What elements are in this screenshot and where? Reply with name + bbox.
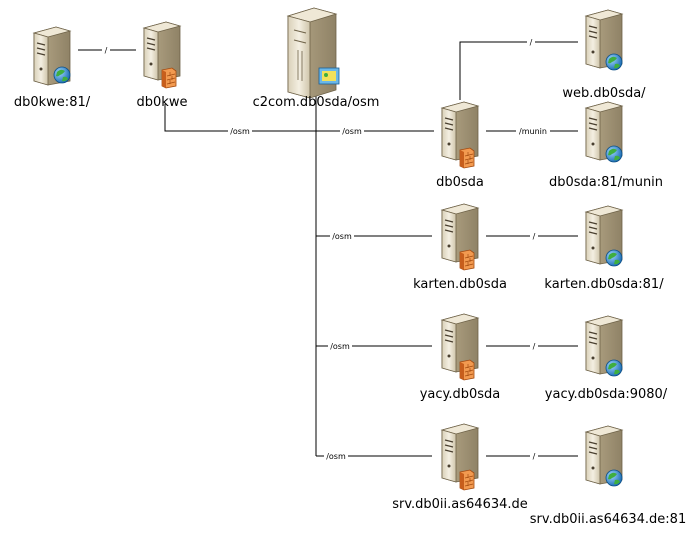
edge-label: / [105, 46, 108, 55]
edge-label: /munin [519, 127, 547, 136]
edge-db0sda-web [459, 41, 578, 100]
node-web-db0sda[interactable]: web.db0sda/ [562, 9, 646, 101]
edge-label: / [533, 452, 536, 461]
proxy-server-icon [441, 101, 479, 169]
edge-labels: / /osm /osm / /munin /osm / /osm / /osm … [102, 37, 550, 461]
node-label: yacy.db0sda:9080/ [545, 387, 668, 402]
node-label: db0sda:81/munin [549, 175, 663, 190]
node-label: db0kwe:81/ [14, 95, 91, 110]
web-server-icon [585, 425, 623, 487]
node-db0sda[interactable]: db0sda [436, 101, 484, 190]
mainframe-icon [286, 7, 340, 99]
web-server-icon [33, 26, 71, 86]
edge-label: / [530, 38, 533, 47]
node-label: web.db0sda/ [562, 86, 646, 101]
node-yacy-9080[interactable]: yacy.db0sda:9080/ [545, 315, 668, 402]
node-db0kwe-81[interactable]: db0kwe:81/ [14, 26, 91, 110]
node-label: db0kwe [137, 95, 188, 110]
node-db0sda-munin[interactable]: db0sda:81/munin [549, 101, 663, 190]
node-label: c2com.db0sda/osm [253, 95, 380, 110]
proxy-server-icon [441, 313, 479, 381]
node-srv[interactable]: srv.db0ii.as64634.de [392, 423, 528, 512]
node-label: srv.db0ii.as64634.de:81 [530, 512, 686, 527]
node-karten-81[interactable]: karten.db0sda:81/ [544, 205, 664, 292]
proxy-server-icon [441, 423, 479, 491]
node-label: srv.db0ii.as64634.de [392, 497, 528, 512]
edge-label: /osm [332, 232, 352, 241]
proxy-server-icon [143, 21, 181, 89]
node-c2com[interactable]: c2com.db0sda/osm [253, 7, 380, 110]
node-karten[interactable]: karten.db0sda [413, 203, 507, 292]
edge-label: /osm [342, 127, 362, 136]
node-label: db0sda [436, 175, 484, 190]
edge-label: /osm [330, 342, 350, 351]
node-label: karten.db0sda [413, 277, 507, 292]
node-yacy[interactable]: yacy.db0sda [420, 313, 501, 402]
node-srv-81[interactable]: srv.db0ii.as64634.de:81 [530, 425, 686, 527]
node-label: yacy.db0sda [420, 387, 501, 402]
edge-label: /osm [326, 452, 346, 461]
edge-label: / [533, 342, 536, 351]
web-server-icon [585, 101, 623, 163]
node-label: karten.db0sda:81/ [544, 277, 664, 292]
web-server-icon [585, 9, 623, 71]
proxy-server-icon [441, 203, 479, 271]
edge-label: / [533, 232, 536, 241]
node-db0kwe[interactable]: db0kwe [137, 21, 188, 110]
web-server-icon [585, 315, 623, 377]
edge-label: /osm [230, 127, 250, 136]
web-server-icon [585, 205, 623, 267]
